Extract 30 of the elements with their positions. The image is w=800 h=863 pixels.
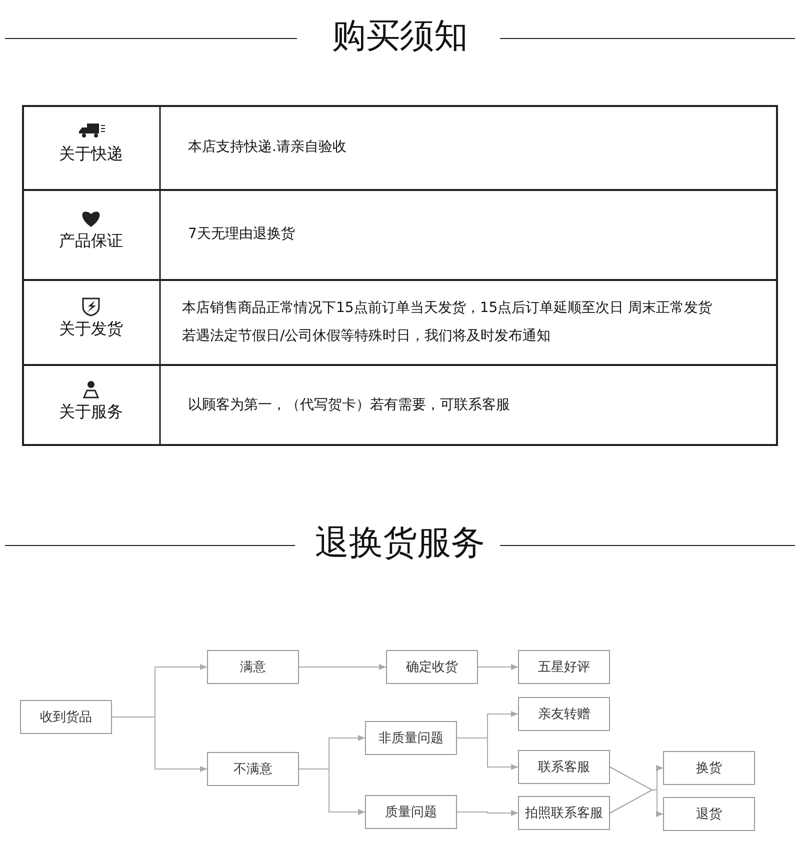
- process-box: 五星好评: [518, 650, 610, 684]
- process-box: 满意: [207, 650, 299, 684]
- arrow: [456, 810, 518, 816]
- row-text: 本店支持快递.请亲自验收: [188, 138, 346, 156]
- process-box: 收到货品: [20, 700, 112, 734]
- process-box: 拍照联系客服: [518, 796, 610, 830]
- process-box: 质量问题: [365, 795, 457, 829]
- process-box: 确定收货: [386, 650, 478, 684]
- heading: 退换货服务: [315, 523, 485, 563]
- arrow: [298, 664, 386, 670]
- arrow: [456, 738, 518, 770]
- process-box: 不满意: [207, 752, 299, 786]
- arrow: [112, 716, 208, 772]
- arrow: [478, 664, 518, 670]
- heading: 购买须知: [332, 16, 468, 56]
- process-box: 换货: [663, 751, 755, 785]
- row-text: 7天无理由退换货: [188, 225, 295, 243]
- row-text: 以顾客为第一，（代写贺卡）若有需要，可联系客服: [188, 396, 510, 414]
- row-heading: 产品保证: [59, 231, 123, 252]
- process-box: 非质量问题: [365, 721, 457, 755]
- arrow: [610, 790, 664, 817]
- arrow: [298, 768, 366, 815]
- row-heading: 关于服务: [59, 402, 123, 422]
- row-text: 若遇法定节假日/公司休假等特殊时日，我们将及时发布通知: [182, 326, 551, 344]
- process-box: 退货: [663, 797, 755, 831]
- row-heading: 关于快递: [59, 144, 123, 164]
- row-text: 本店销售商品正常情况下15点前订单当天发货，15点后订单延顺至次日 周末正常发货: [182, 298, 712, 316]
- row-heading: 关于发货: [59, 318, 123, 340]
- process-box: 亲友转赠: [518, 697, 610, 731]
- process-box: 联系客服: [518, 750, 610, 784]
